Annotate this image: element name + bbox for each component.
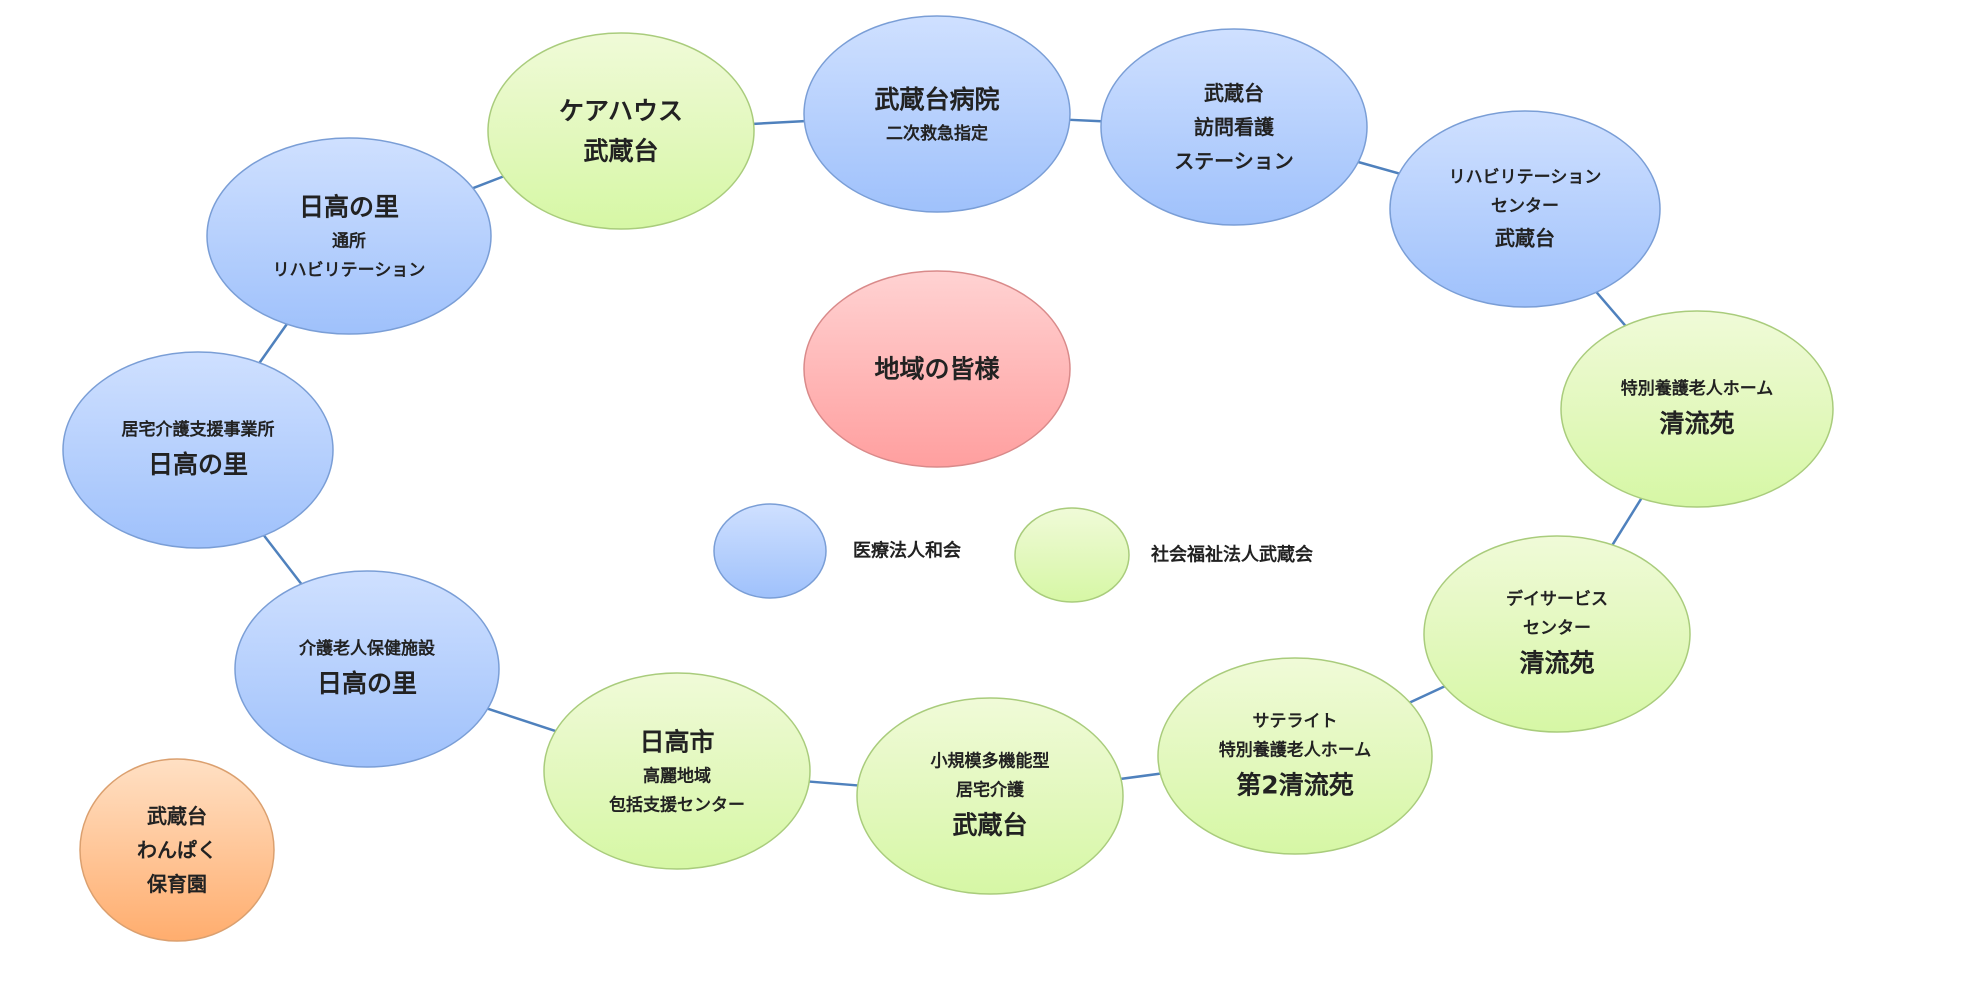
node-rehabilitation-center-label-1: センター (1491, 197, 1559, 217)
legend-layer: 医療法人和会 社会福祉法人武蔵会 (713, 503, 1313, 603)
node-musashidai-visiting-nursing-label-0: 武蔵台 (1204, 81, 1264, 105)
node-hidaka-day-rehabilitation-shape (206, 137, 492, 335)
connector-line (258, 323, 288, 364)
node-day-service-seiryuen-label-2: 清流苑 (1519, 649, 1594, 678)
node-hidaka-day-rehabilitation-label-2: リハビリテーション (273, 261, 426, 281)
node-musashidai-hospital-label-1: 二次救急指定 (886, 123, 988, 144)
node-small-multifunction-musashidai-label-2: 武蔵台 (952, 811, 1027, 840)
node-elderly-care-facility-hidaka-shape (234, 570, 500, 768)
node-satellite-seiryuen-2-shape (1157, 657, 1433, 855)
node-special-nursing-home-seiryuen-shape (1560, 310, 1834, 508)
center-node-community: 地域の皆様 (803, 270, 1071, 468)
node-special-nursing-home-seiryuen-label-0: 特別養護老人ホーム (1621, 378, 1774, 399)
connector-layer (258, 118, 1643, 787)
legend-social-welfare-corporation-swatch (1014, 507, 1130, 603)
node-care-house-musashidai-shape (487, 32, 755, 230)
connector-line (262, 534, 303, 585)
node-elderly-care-facility-hidaka-label-0: 介護老人保健施設 (298, 638, 436, 659)
node-hidaka-city-support-center-shape (543, 672, 811, 870)
legend-medical-corporation: 医療法人和会 (713, 503, 961, 599)
legend-social-welfare-corporation-label: 社会福祉法人武蔵会 (1151, 544, 1313, 566)
node-musashidai-wanpaku-nursery-shape (79, 758, 275, 942)
node-hidaka-day-rehabilitation-label-1: 通所 (332, 232, 366, 252)
node-small-multifunction-musashidai-shape (856, 697, 1124, 895)
node-hidaka-city-support-center-label-0: 日高市 (639, 728, 714, 757)
node-care-house-musashidai-label-1: 武蔵台 (583, 137, 658, 166)
legend-social-welfare-corporation: 社会福祉法人武蔵会 (1014, 507, 1313, 603)
node-rehabilitation-center-label-0: リハビリテーション (1449, 168, 1602, 188)
connector-line (472, 175, 504, 190)
node-small-multifunction-musashidai-label-0: 小規模多機能型 (931, 751, 1050, 772)
node-musashidai-hospital-label-0: 武蔵台病院 (874, 85, 999, 114)
node-day-service-seiryuen-shape (1423, 535, 1691, 733)
connector-line (1120, 772, 1161, 781)
connector-line (487, 707, 556, 733)
node-musashidai-visiting-nursing-label-2: ステーション (1174, 149, 1294, 173)
center-node-community-label-0: 地域の皆様 (874, 355, 1000, 384)
node-musashidai-visiting-nursing-label-1: 訪問看護 (1194, 115, 1275, 139)
node-home-care-support-hidaka-label-0: 居宅介護支援事業所 (122, 419, 275, 440)
node-hidaka-city-support-center-label-2: 包括支援センター (609, 795, 745, 816)
node-care-house-musashidai-label-0: ケアハウス (559, 97, 683, 126)
node-hidaka-city-support-center-label-1: 高麗地域 (643, 766, 711, 787)
connector-line (1069, 118, 1102, 123)
node-small-multifunction-musashidai-label-1: 居宅介護 (956, 780, 1025, 801)
node-special-nursing-home-seiryuen-label-1: 清流苑 (1659, 409, 1734, 438)
node-day-service-seiryuen-label-1: センター (1523, 619, 1591, 639)
node-hidaka-day-rehabilitation-label-0: 日高の里 (299, 193, 399, 222)
connector-line (1409, 685, 1446, 704)
node-rehabilitation-center-shape (1389, 110, 1661, 308)
connector-line (809, 780, 858, 787)
node-musashidai-hospital-shape (803, 15, 1071, 213)
node-home-care-support-hidaka-label-1: 日高の里 (148, 450, 248, 479)
node-musashidai-wanpaku-nursery-label-0: 武蔵台 (147, 804, 207, 828)
node-musashidai-wanpaku-nursery-label-1: わんぱく (137, 838, 217, 862)
connector-line (1611, 497, 1643, 546)
node-layer: 武蔵台病院二次救急指定武蔵台訪問看護ステーションリハビリテーションセンター武蔵台… (62, 15, 1834, 942)
node-musashidai-visiting-nursing-shape (1100, 28, 1368, 226)
node-rehabilitation-center-label-2: 武蔵台 (1495, 226, 1555, 250)
node-musashidai-wanpaku-nursery-label-2: 保育園 (146, 872, 207, 896)
node-satellite-seiryuen-2-label-2: 第2清流苑 (1236, 771, 1353, 800)
center-node-community-shape (803, 270, 1071, 468)
connector-line (753, 119, 805, 126)
node-home-care-support-hidaka-shape (62, 351, 334, 549)
legend-medical-corporation-label: 医療法人和会 (853, 540, 961, 562)
node-satellite-seiryuen-2-label-0: サテライト (1253, 712, 1338, 732)
legend-medical-corporation-swatch (713, 503, 827, 599)
connector-line (1357, 160, 1400, 175)
node-elderly-care-facility-hidaka-label-1: 日高の里 (317, 669, 417, 698)
node-satellite-seiryuen-2-label-1: 特別養護老人ホーム (1219, 740, 1372, 761)
node-day-service-seiryuen-label-0: デイサービス (1506, 589, 1608, 610)
connector-line (1595, 291, 1627, 327)
